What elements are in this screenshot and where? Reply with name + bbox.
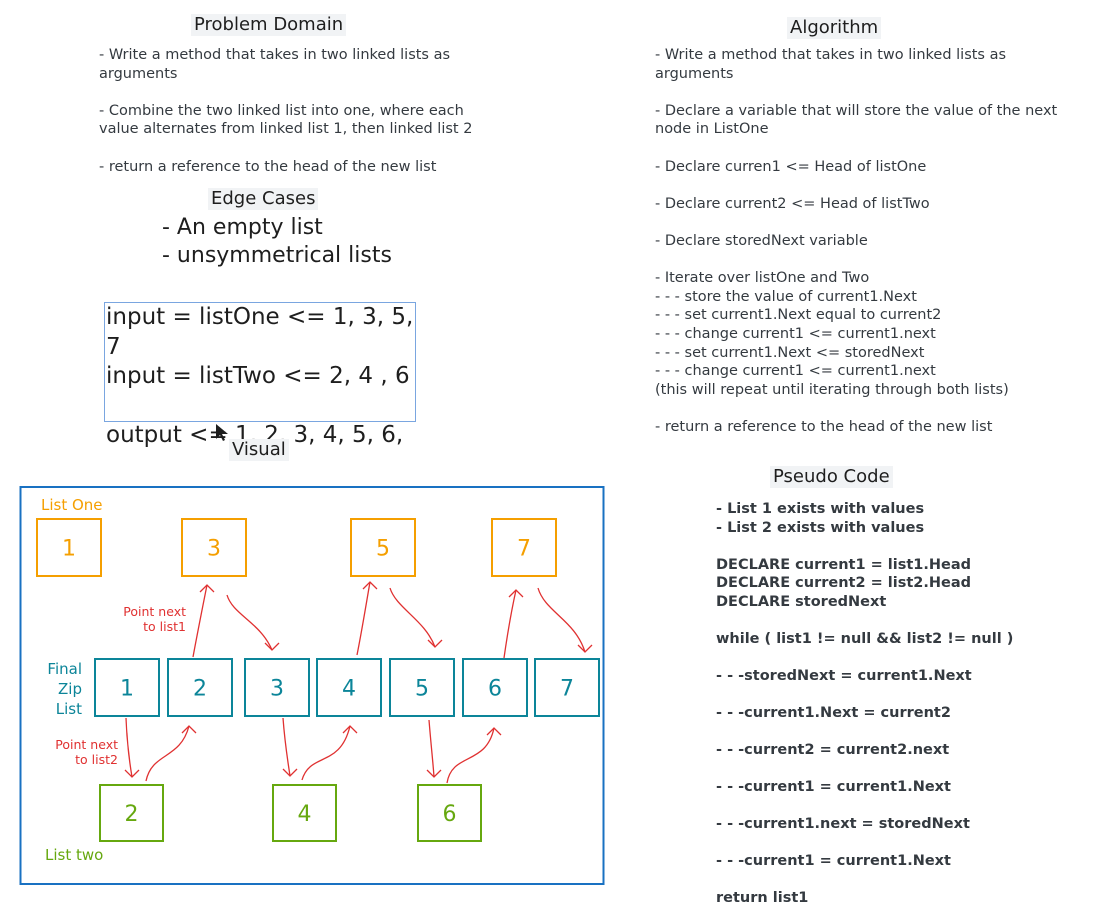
final-node-3-box <box>244 658 310 717</box>
list-two-node-6: 6 <box>417 784 482 842</box>
pseudo-code-heading: Pseudo Code <box>770 466 893 488</box>
list-two-node-2-box <box>99 784 164 842</box>
list-two-node-6-box <box>417 784 482 842</box>
final-node-5-box <box>389 658 455 717</box>
final-node-1-box <box>94 658 160 717</box>
list-one-node-5-value: 5 <box>376 537 390 562</box>
arrow-list-two-6-to-final6-head <box>486 727 502 736</box>
arrow-5-to-final5 <box>389 587 436 648</box>
arrow-2-to-3 <box>192 584 208 658</box>
arrow-4-to-5-head <box>362 581 378 590</box>
list-one-node-5: 5 <box>350 518 416 577</box>
visual-heading: Visual <box>229 439 289 461</box>
arrow-3-to-list-two-4-head <box>282 768 298 777</box>
list-two-label: List two <box>45 846 103 864</box>
final-node-1-value: 1 <box>120 677 134 702</box>
arrow-list-two-6-to-final6 <box>446 727 495 784</box>
final-node-4-box <box>316 658 382 717</box>
diagram-frame <box>19 486 605 885</box>
final-node-1: 1 <box>94 658 160 717</box>
list-one-node-3: 3 <box>181 518 247 577</box>
list-one-node-1: 1 <box>36 518 102 577</box>
final-node-6-box <box>462 658 528 717</box>
list-one-node-5-box <box>350 518 416 577</box>
final-node-2-box <box>167 658 233 717</box>
final-node-2-value: 2 <box>193 677 207 702</box>
algorithm-heading: Algorithm <box>787 17 882 39</box>
final-node-6-value: 6 <box>488 677 502 702</box>
arrow-3-to-list-two-4 <box>282 717 291 777</box>
arrow-6-to-7 <box>503 589 517 659</box>
arrow-7-to-final7 <box>537 587 586 653</box>
example-io-box: input = listOne <= 1, 3, 5, 7 input = li… <box>104 302 416 448</box>
final-node-3: 3 <box>244 658 310 717</box>
list-two-node-4: 4 <box>272 784 337 842</box>
final-node-7-box <box>534 658 600 717</box>
list-one-node-3-box <box>181 518 247 577</box>
list-one-node-3-value: 3 <box>207 537 221 562</box>
cursor-icon <box>216 424 228 441</box>
final-node-7: 7 <box>534 658 600 717</box>
arrow-list-two-2-to-final2 <box>145 725 190 782</box>
list-one-node-7: 7 <box>491 518 557 577</box>
final-node-5-value: 5 <box>415 677 429 702</box>
arrow-7-to-final7-head <box>577 644 593 653</box>
arrow-list-two-2-to-final2-head <box>181 725 197 734</box>
arrow-list-two-4-to-final4 <box>301 725 351 781</box>
list-two-node-2: 2 <box>99 784 164 842</box>
arrow-5-to-list-two-6-head <box>426 769 442 778</box>
problem-domain-heading: Problem Domain <box>191 14 347 36</box>
list-one-node-1-value: 1 <box>62 537 76 562</box>
list-two-node-4-value: 4 <box>298 802 312 827</box>
final-node-2: 2 <box>167 658 233 717</box>
problem-domain-text: - Write a method that takes in two linke… <box>99 47 473 175</box>
edge-cases-text: - An empty list - unsymmetrical lists <box>162 215 392 268</box>
arrow-list-two-4-to-final4-head <box>342 725 358 734</box>
arrow-6-to-7-head <box>508 589 524 598</box>
arrow-3-to-final3 <box>226 594 273 651</box>
list-two-node-6-value: 6 <box>443 802 457 827</box>
arrow-5-to-list-two-6 <box>428 719 435 778</box>
arrow-2-to-3-head <box>199 584 215 593</box>
final-node-7-value: 7 <box>560 677 574 702</box>
list-one-node-7-box <box>491 518 557 577</box>
algorithm-text: - Write a method that takes in two linke… <box>655 47 1058 435</box>
list-one-node-7-value: 7 <box>517 537 531 562</box>
arrow-4-to-5 <box>356 581 371 656</box>
final-node-5: 5 <box>389 658 455 717</box>
list-two-node-4-box <box>272 784 337 842</box>
arrow-1-to-list-two-2 <box>125 717 133 778</box>
list-one-label: List One <box>41 496 103 514</box>
final-node-4-value: 4 <box>342 677 356 702</box>
edge-cases-heading: Edge Cases <box>208 188 319 210</box>
arrow-1-to-list-two-2-head <box>124 769 140 778</box>
final-node-4: 4 <box>316 658 382 717</box>
arrow-5-to-final5-head <box>427 639 443 648</box>
final-node-6: 6 <box>462 658 528 717</box>
list-two-node-2-value: 2 <box>125 802 139 827</box>
final-node-3-value: 3 <box>270 677 284 702</box>
list-one-node-1-box <box>36 518 102 577</box>
arrow-3-to-final3-head <box>264 642 280 651</box>
pseudo-code-text: - List 1 exists with values - List 2 exi… <box>716 501 1014 906</box>
